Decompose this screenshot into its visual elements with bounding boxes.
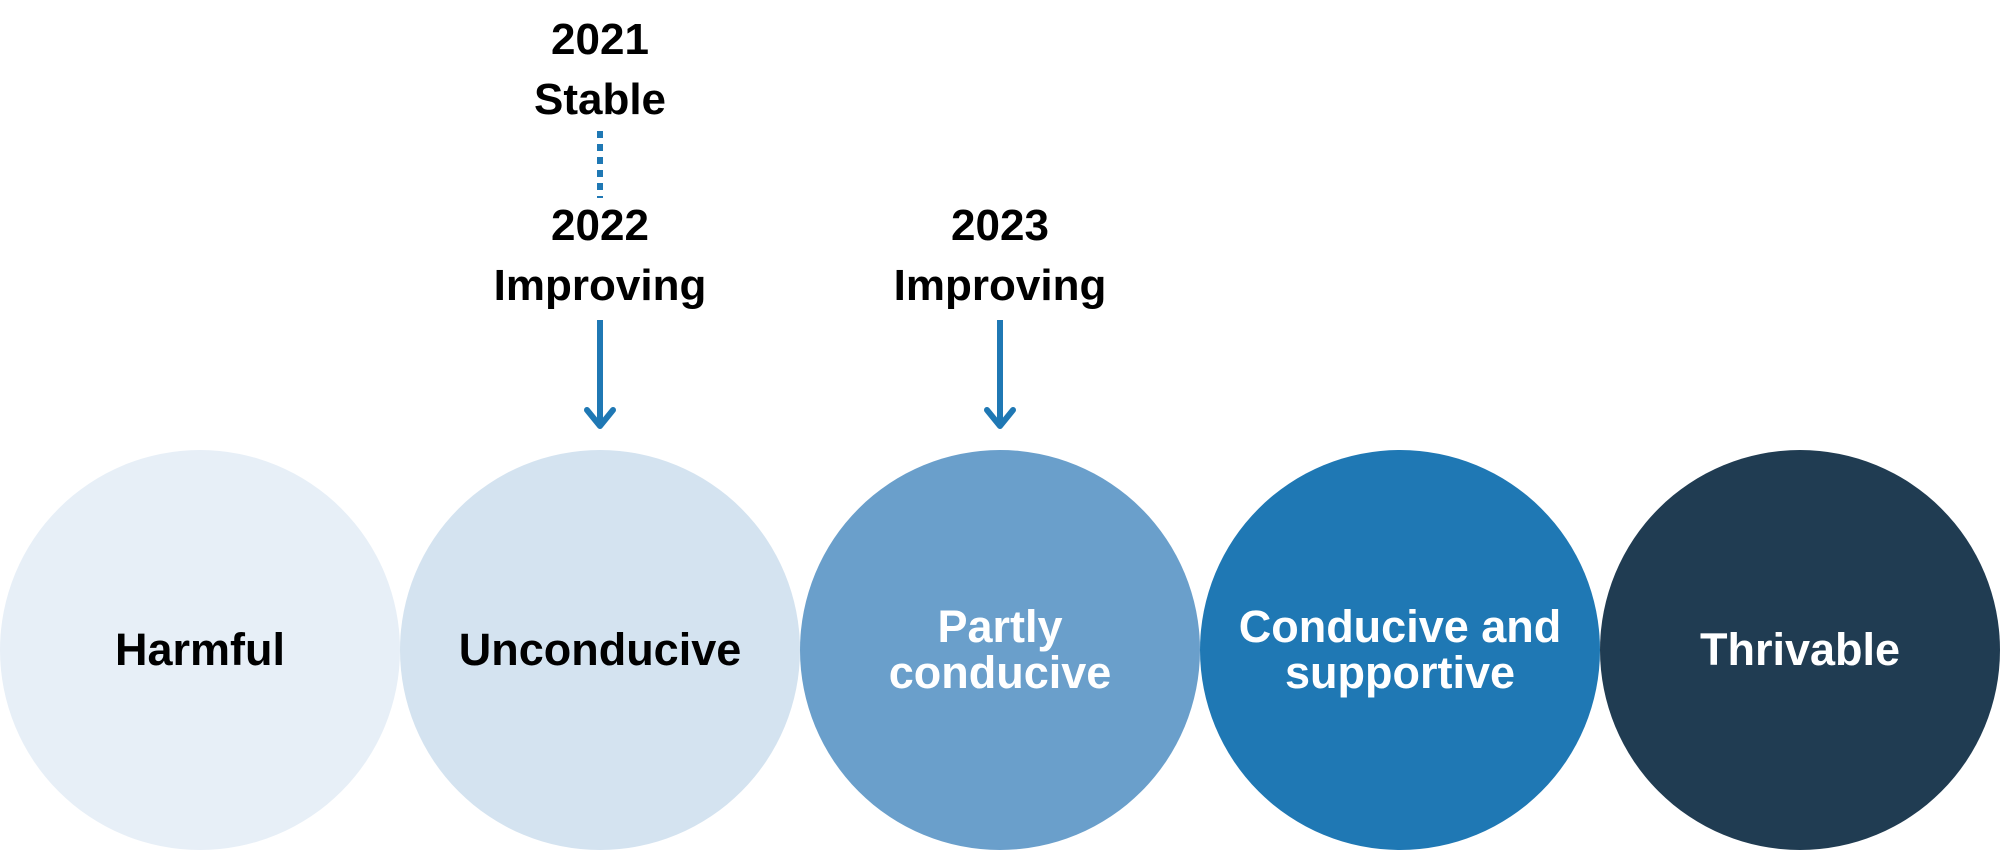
stage-label-conducive-and-supportive: Conducive and supportive <box>1238 601 1562 698</box>
stage-circle-harmful: Harmful <box>0 450 400 850</box>
annotation-2023: 2023 Improving <box>850 196 1150 316</box>
stage-label-partly-conducive: Partly conducive <box>888 601 1112 698</box>
stage-circle-thrivable: Thrivable <box>1600 450 2000 850</box>
arrow-2022-to-unconducive <box>584 320 616 429</box>
annotation-2022-status: Improving <box>493 261 707 310</box>
stage-circle-partly-conducive: Partly conducive <box>800 450 1200 850</box>
stage-label-thrivable: Thrivable <box>1699 624 1901 675</box>
stage-circle-conducive-and-supportive: Conducive and supportive <box>1200 450 1600 850</box>
annotation-2022-year: 2022 <box>551 201 649 250</box>
annotation-2021-status: Stable <box>533 75 667 124</box>
arrow-2023-to-partly-conducive <box>984 320 1016 429</box>
annotation-2023-year: 2023 <box>951 201 1049 250</box>
annotation-2021: 2021 Stable <box>450 10 750 130</box>
stage-circle-unconducive: Unconducive <box>400 450 800 850</box>
annotation-2022: 2022 Improving <box>450 196 750 316</box>
annotation-2021-year: 2021 <box>551 15 649 64</box>
annotation-2023-status: Improving <box>893 261 1107 310</box>
stage-label-harmful: Harmful <box>114 624 286 675</box>
stage-label-unconducive: Unconducive <box>458 624 742 675</box>
